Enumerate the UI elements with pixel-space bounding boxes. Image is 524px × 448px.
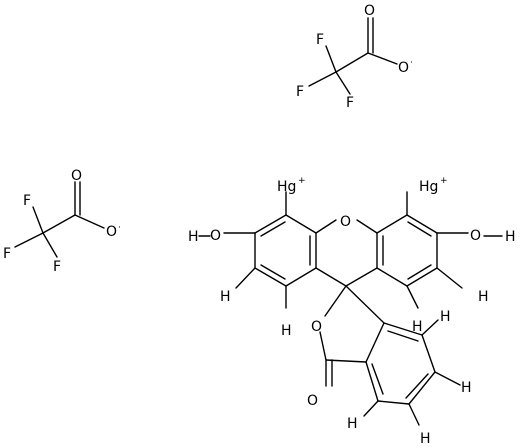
benzo-hydrogen-bottom-right: H [420, 431, 431, 447]
mercury-left-charge: + [298, 176, 306, 186]
lactone-carbonyl-oxygen: O [307, 393, 318, 409]
tfa2-carbonyl-oxygen: O [71, 168, 82, 184]
tfa2-anion-oxygen: O [106, 224, 117, 240]
hydroxyl-left-oxygen: O [210, 228, 221, 244]
mercury-left-symbol: Hg [277, 179, 296, 195]
benzo-hydrogen-right: H [461, 380, 472, 396]
tfa1-fluorine-left: F [296, 84, 304, 100]
tfa1-fluorine-top: F [316, 32, 324, 48]
xanthene-core: O [254, 214, 438, 287]
hydroxyl-right-oxygen: O [470, 228, 481, 244]
tfa2-fluorine-top: F [23, 193, 31, 209]
tfa1-carbonyl-oxygen: O [364, 3, 375, 19]
tfa2-fluorine-bottom: F [53, 259, 61, 275]
xanthene-hydrogens: H H H H [220, 267, 489, 339]
mercury-substituents: Hg + Hg + [277, 176, 448, 216]
lactone-ring-oxygen: O [311, 319, 322, 335]
xanthene-hydrogen-left-bottom: H [281, 323, 292, 339]
mercury-right-symbol: Hg [419, 179, 438, 195]
xanthene-hydrogen-right-bottom: H [412, 319, 423, 335]
tfa1-fluorine-bottom: F [346, 95, 354, 111]
xanthene-ring-oxygen: O [340, 214, 351, 230]
trifluoroacetate-1: F F F O O · [296, 3, 413, 111]
xanthene-hydrogen-right-right: H [478, 289, 489, 305]
benzo-hydrogen-top: H [440, 309, 451, 325]
benzo-hydrogen-bottom-left: H [347, 416, 358, 432]
tfa1-anion-oxygen: O [398, 60, 409, 76]
trifluoroacetate-2: F F F O O · [3, 168, 121, 275]
tfa2-radical-dot: · [118, 223, 121, 233]
hydroxyl-left-hydrogen: H [188, 229, 199, 245]
mercury-right-charge: + [440, 176, 448, 186]
xanthene-hydrogen-left-top: H [220, 289, 231, 305]
hydroxyl-right-hydrogen: H [505, 229, 516, 245]
tfa2-fluorine-left: F [3, 246, 11, 262]
lactone-ring: O O [307, 285, 385, 409]
tfa1-radical-dot: · [410, 58, 413, 68]
benzo-ring: H H H H [347, 309, 472, 447]
hydroxyl-groups: H O O H [188, 228, 516, 245]
